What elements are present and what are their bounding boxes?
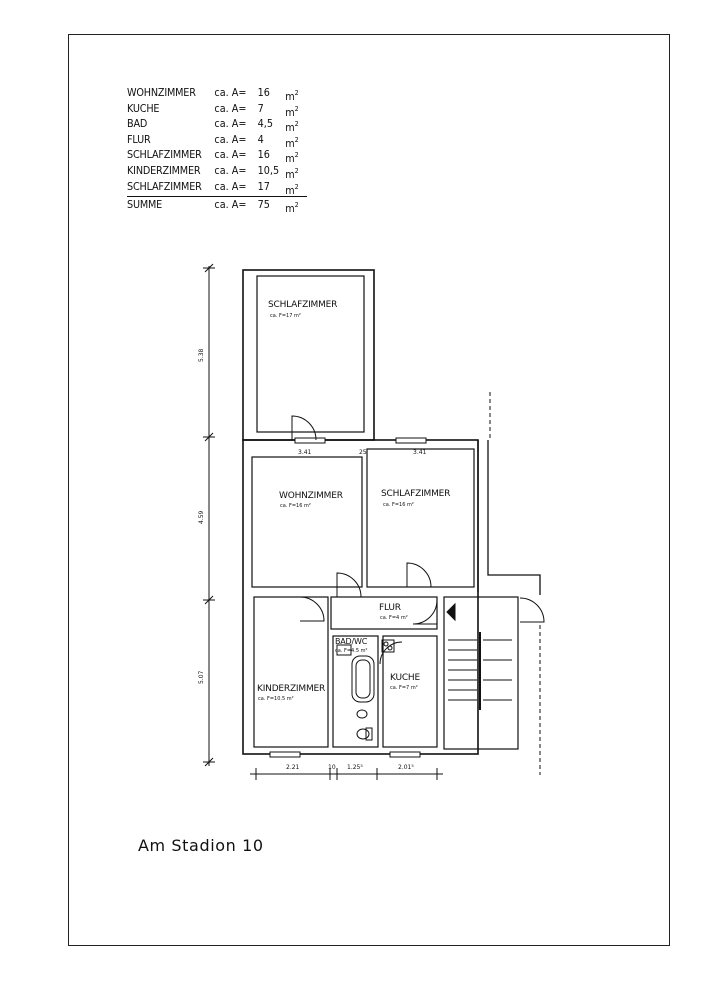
area-unit: m2 bbox=[285, 148, 299, 168]
area-value: 4,5 bbox=[257, 118, 274, 131]
room-area-schlafzimmer-right: ca. F=16 m² bbox=[383, 502, 414, 508]
area-unit: m2 bbox=[285, 86, 299, 106]
area-value: 16 bbox=[257, 87, 270, 99]
room-name: SUMME bbox=[127, 199, 163, 212]
area-unit-exponent: 2 bbox=[294, 182, 299, 191]
dimension-top-mid: 25 bbox=[359, 449, 367, 456]
area-prefix: ca. A= bbox=[214, 180, 247, 193]
area-value: 75 bbox=[257, 199, 270, 212]
room-area-kinderzimmer: ca. F=10.5 m² bbox=[258, 696, 294, 702]
area-unit-base: m bbox=[285, 122, 295, 135]
room-name: KINDERZIMMER bbox=[127, 164, 201, 177]
area-prefix: ca. A= bbox=[214, 118, 247, 131]
area-value: 4 bbox=[257, 133, 264, 146]
dimension-bottom-3: 1.25⁵ bbox=[347, 764, 363, 771]
drawing-sheet-frame bbox=[68, 34, 670, 946]
area-unit-exponent: 2 bbox=[294, 104, 299, 113]
area-value: 16 bbox=[257, 149, 270, 162]
dimension-top-right: 3.41 bbox=[413, 449, 427, 456]
room-name-bad: BAD/WC bbox=[335, 637, 368, 646]
area-unit-base: m bbox=[285, 137, 295, 150]
dimension-bottom-1: 2.21 bbox=[286, 764, 300, 771]
area-unit-base: m bbox=[285, 106, 295, 119]
area-prefix: ca. A= bbox=[214, 164, 247, 177]
dimension-bottom-4: 2.01⁵ bbox=[398, 764, 414, 771]
room-area-kueche: ca. F=7 m² bbox=[390, 685, 418, 691]
sum-divider-line bbox=[127, 196, 307, 197]
area-unit-base: m bbox=[285, 168, 295, 181]
area-prefix: ca. A= bbox=[214, 133, 247, 146]
area-unit-base: m bbox=[285, 184, 295, 197]
room-area-wohnzimmer: ca. F=16 m² bbox=[280, 503, 311, 509]
address-label: Am Stadion 10 bbox=[138, 836, 264, 855]
room-name: BAD bbox=[127, 118, 148, 131]
dimension-left-mid: 4.59 bbox=[198, 510, 205, 524]
area-unit-exponent: 2 bbox=[294, 201, 299, 210]
area-unit: m2 bbox=[285, 198, 299, 218]
dimension-bottom-2: 10 bbox=[328, 764, 336, 771]
area-value: 7 bbox=[257, 102, 264, 115]
area-unit-exponent: 2 bbox=[294, 89, 299, 97]
room-area-bad: ca. F=4.5 m² bbox=[335, 648, 368, 654]
room-name-schlafzimmer-top: SCHLAFZIMMER bbox=[268, 300, 338, 310]
area-unit-exponent: 2 bbox=[294, 120, 299, 129]
area-prefix: ca. A= bbox=[214, 149, 247, 162]
room-area-flur: ca. F=4 m² bbox=[380, 615, 408, 621]
room-name: WOHNZIMMER bbox=[127, 87, 196, 99]
room-name: KUCHE bbox=[127, 102, 160, 115]
room-name-schlafzimmer-right: SCHLAFZIMMER bbox=[381, 489, 451, 499]
area-unit-base: m bbox=[285, 91, 295, 103]
room-name-kinderzimmer: KINDERZIMMER bbox=[257, 684, 326, 694]
area-unit: m2 bbox=[285, 133, 299, 153]
area-unit-exponent: 2 bbox=[294, 135, 299, 144]
area-unit: m2 bbox=[285, 180, 299, 200]
area-unit-base: m bbox=[285, 153, 295, 166]
area-prefix: ca. A= bbox=[214, 102, 247, 115]
room-area-schlafzimmer-top: ca. F=17 m² bbox=[270, 313, 301, 319]
area-prefix: ca. A= bbox=[214, 199, 247, 212]
room-name: SCHLAFZIMMER bbox=[127, 180, 202, 193]
room-name-wohnzimmer: WOHNZIMMER bbox=[279, 491, 343, 501]
area-value: 17 bbox=[257, 180, 270, 193]
dimension-top-left: 3.41 bbox=[298, 449, 312, 456]
area-prefix: ca. A= bbox=[214, 87, 247, 99]
area-unit: m2 bbox=[285, 164, 299, 184]
dimension-left-bottom: 5.07 bbox=[198, 670, 205, 684]
room-name: FLUR bbox=[127, 133, 151, 146]
area-unit-exponent: 2 bbox=[294, 151, 299, 160]
area-unit-exponent: 2 bbox=[294, 166, 299, 175]
room-name-kueche: KUCHE bbox=[390, 673, 420, 683]
area-value: 10,5 bbox=[257, 164, 280, 177]
room-name-flur: FLUR bbox=[379, 603, 401, 613]
room-name: SCHLAFZIMMER bbox=[127, 149, 202, 162]
area-unit: m2 bbox=[285, 102, 299, 122]
dimension-left-top: 5.38 bbox=[198, 348, 205, 362]
stair-arrow-icon bbox=[446, 602, 456, 622]
area-unit: m2 bbox=[285, 117, 299, 137]
area-unit-base: m bbox=[285, 203, 295, 216]
